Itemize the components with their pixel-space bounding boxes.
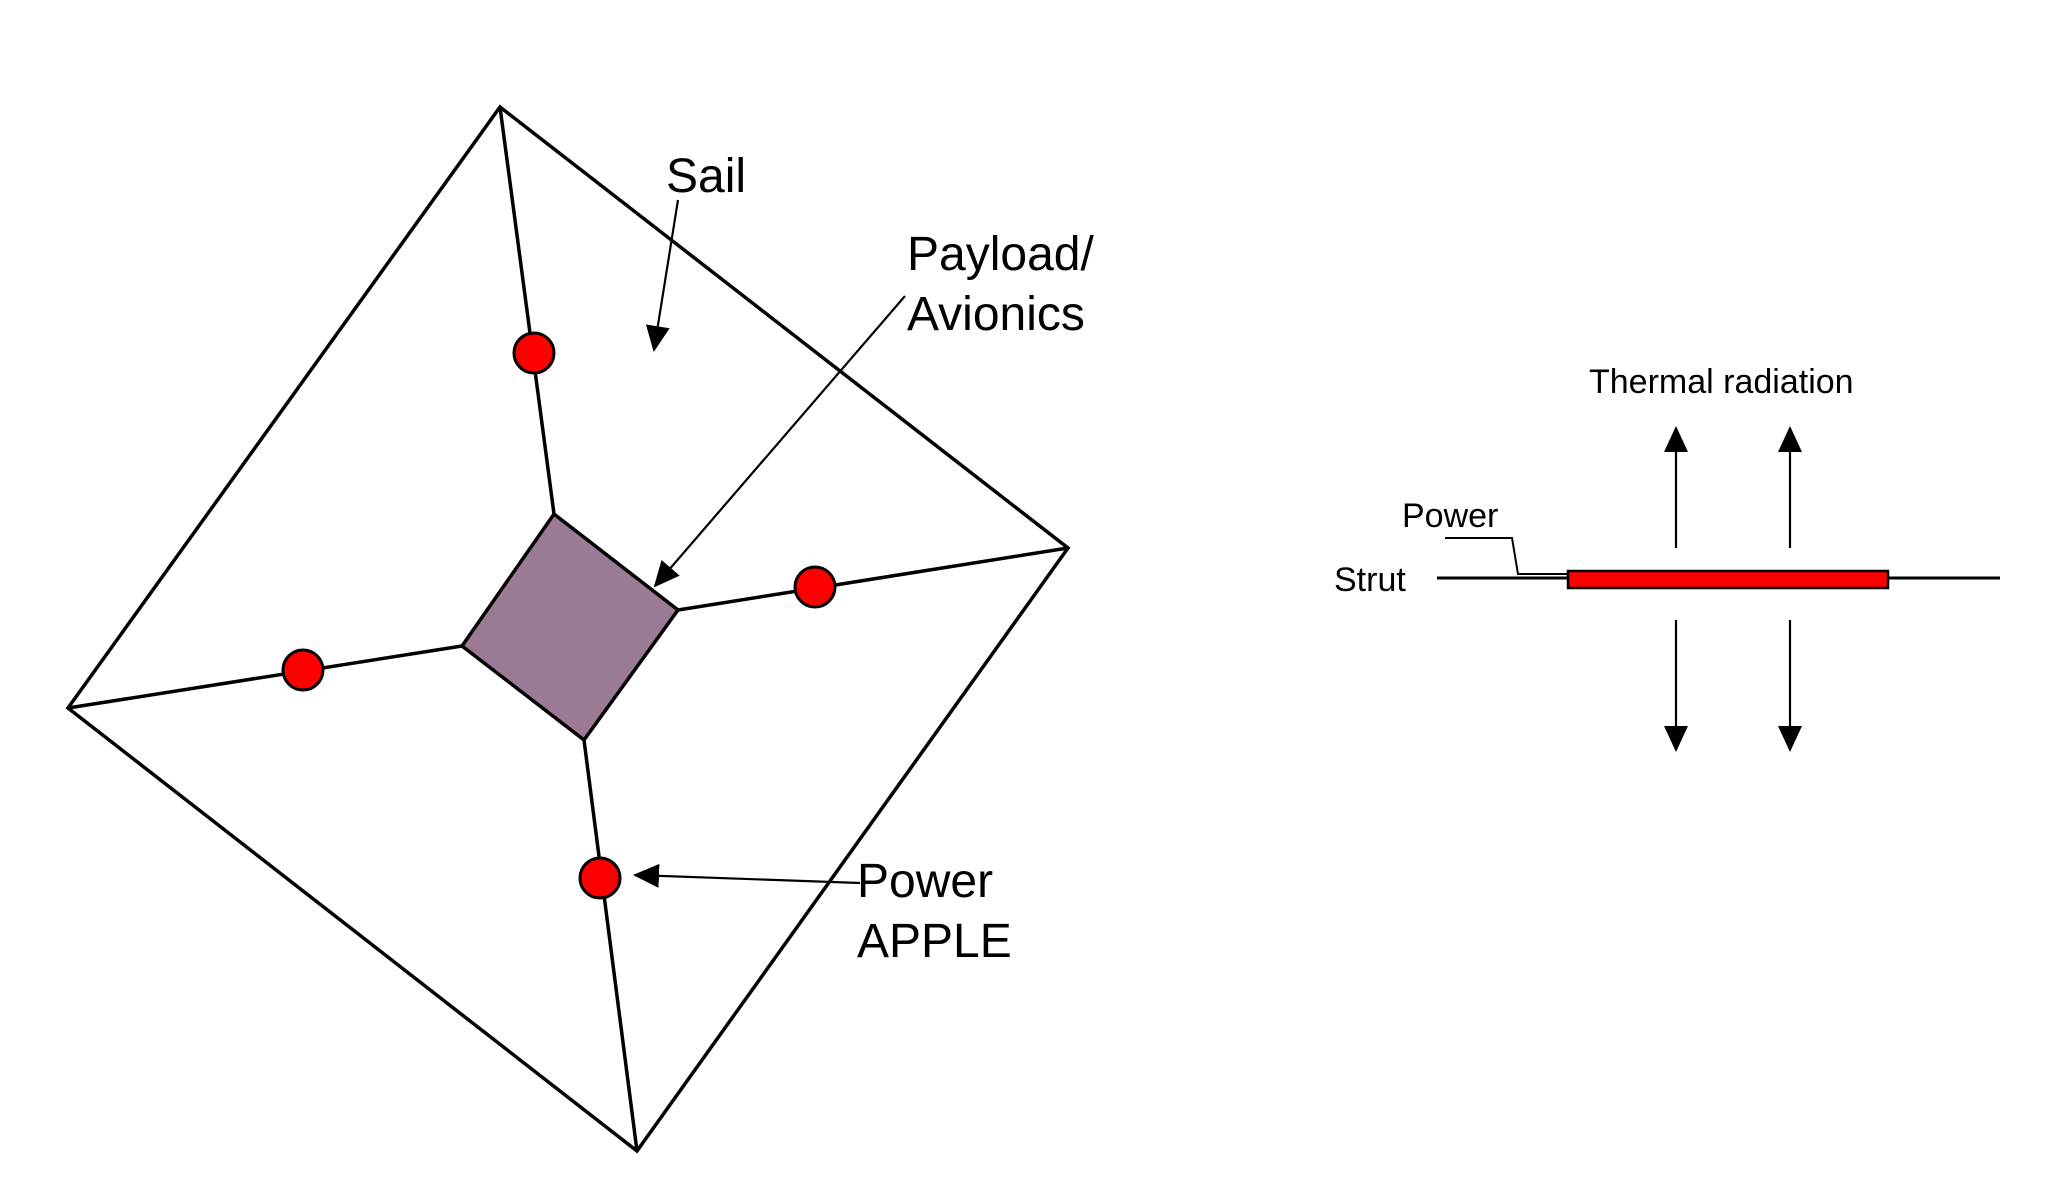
boom-left xyxy=(67,644,463,710)
power-element-bar xyxy=(1566,569,1890,590)
power-apple-label-line1: Power xyxy=(857,855,993,908)
strut-label: Strut xyxy=(1334,561,1406,599)
payload-pointer-arrow xyxy=(653,295,906,588)
payload-avionics-hub xyxy=(459,511,681,743)
boom-top xyxy=(498,106,556,515)
power-apple-node-bottom xyxy=(578,856,622,900)
sail-pointer-arrow xyxy=(645,199,680,352)
strut-detail xyxy=(1437,426,2000,752)
power-lead xyxy=(1445,537,1568,575)
power-apple-node-top xyxy=(512,331,556,375)
boom-right xyxy=(677,546,1069,612)
power-apple-label-line2: APPLE xyxy=(857,915,1012,968)
boom-bottom xyxy=(582,739,639,1152)
payload-label-line2: Avionics xyxy=(907,288,1085,341)
sail-label: Sail xyxy=(666,150,746,203)
power-apple-node-right xyxy=(793,565,837,609)
payload-label-line1: Payload/ xyxy=(907,228,1094,281)
power-apple-node-left xyxy=(281,648,325,692)
power-apple-pointer-arrow xyxy=(633,863,861,888)
thermal-radiation-label: Thermal radiation xyxy=(1589,363,1854,401)
power-lead-label: Power xyxy=(1402,497,1498,535)
sail-structure xyxy=(65,104,1071,1154)
